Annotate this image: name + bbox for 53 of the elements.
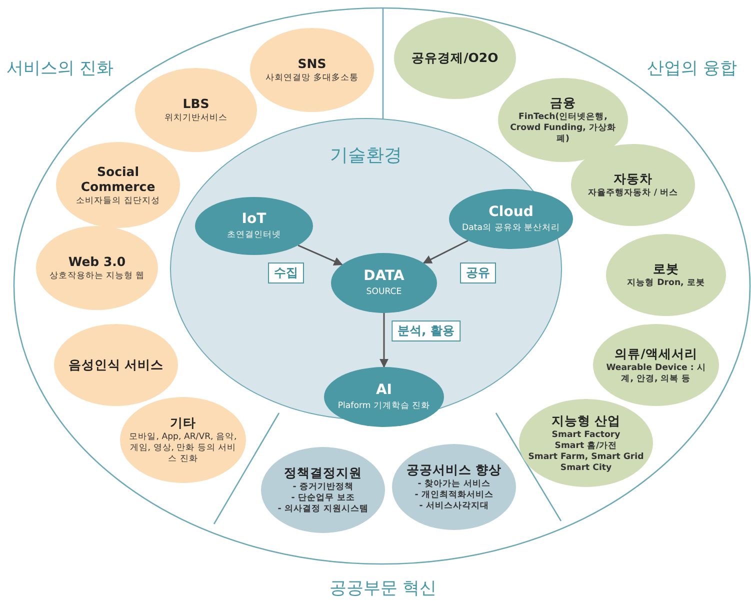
node-text: FinTech(인터넷은행, Crowd Funding, 가상화폐) <box>509 112 617 145</box>
node-title: 자동차 <box>614 171 652 186</box>
node-title: AI <box>376 382 392 399</box>
node-text: Smart Factory <box>552 430 620 440</box>
edge-label: 수집 <box>268 262 304 284</box>
section-label: 산업의 융합 <box>646 58 738 80</box>
node-text: - 서비스사각지대 <box>419 501 489 512</box>
node-text: 자율주행자동차 / 버스 <box>588 188 678 199</box>
node-title: DATA <box>364 268 404 285</box>
node-title: 음성인식 서비스 <box>68 356 164 372</box>
node-title: 기타 <box>170 415 196 430</box>
arrow <box>422 240 468 264</box>
edge-label: 공유 <box>460 262 496 284</box>
node-title: 금융 <box>550 95 576 110</box>
node-text: Smart 홈/가전 <box>554 440 618 452</box>
node-title: 기술환경 <box>330 145 402 167</box>
node-title: Cloud <box>488 204 534 221</box>
node-text: - 증거기반정책 <box>292 482 354 493</box>
node-text: SOURCE <box>366 286 402 298</box>
section-label: 서비스의 진화 <box>6 58 114 80</box>
node-title: 정책결정지원 <box>284 465 362 480</box>
node-text: 지능형 Dron, 로봇 <box>627 278 705 289</box>
node-text: Wearable Device : 시계, 안경, 의복 등 <box>605 362 707 384</box>
node-text: 소비자들의 집단지성 <box>76 196 160 206</box>
node-text: Smart City <box>560 462 612 474</box>
node-title: IoT <box>242 211 266 228</box>
node-text: 위치기반서비스 <box>164 113 228 124</box>
node-text: - 찾아가는 서비스 <box>418 479 490 490</box>
node-title: Social Commerce <box>80 164 156 194</box>
node-text: - 단순업무 보조 <box>291 493 355 504</box>
node-text: Data의 공유와 분산처리 <box>462 222 560 234</box>
node-text: 모바일, App, AR/VR, 음악, 게임, 영상, 만화 등의 서비스 진화 <box>128 432 238 465</box>
edge-label: 분석, 활용 <box>392 320 460 342</box>
service-ellipse <box>56 142 180 228</box>
node-text: 상호작용하는 지능형 웹 <box>49 271 145 282</box>
node-title: 의류/액세서리 <box>614 346 698 360</box>
section-label: 공공부문 혁신 <box>329 578 437 600</box>
arrow <box>380 313 388 368</box>
node-title: LBS <box>182 96 210 111</box>
node-text: 사회연결망 多대多소통 <box>266 73 358 84</box>
node-title: SNS <box>298 56 326 71</box>
node-text: Smart Farm, Smart Grid <box>528 452 644 462</box>
node-title: Web 3.0 <box>68 254 126 269</box>
node-text: - 의사결정 지원시스템 <box>278 504 368 515</box>
node-text: Plaform 기계학습 진화 <box>338 400 430 412</box>
node-title: 지능형 산업 <box>551 412 621 428</box>
node-title: 공공서비스 향상 <box>406 462 502 477</box>
arrow <box>298 244 343 266</box>
node-text: 초연결인터넷 <box>227 230 281 241</box>
node-title: 공유경제/O2O <box>412 50 498 64</box>
service-ellipse <box>135 68 257 152</box>
node-title: 로봇 <box>653 261 679 276</box>
node-text: - 개인최적화서비스 <box>414 490 494 501</box>
